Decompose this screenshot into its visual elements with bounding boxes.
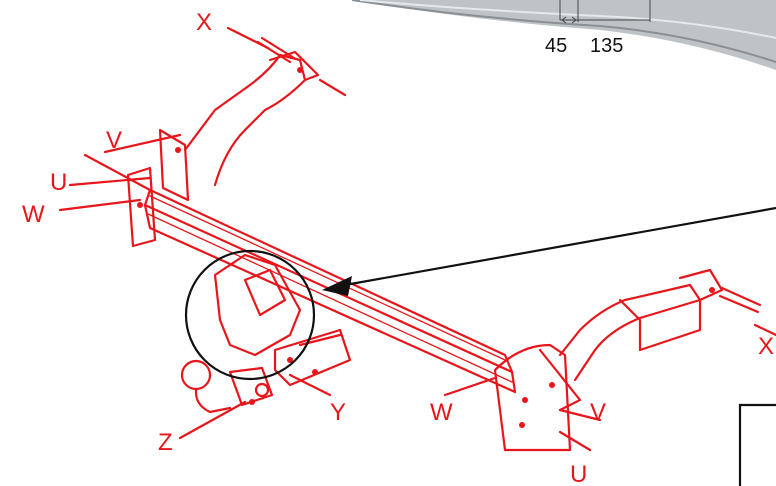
tow-ball — [180, 359, 212, 391]
callout-arrowhead — [322, 276, 352, 296]
axis-label-u-right: U — [570, 461, 587, 486]
left-bolt — [297, 67, 303, 73]
detail-circle — [184, 249, 316, 381]
left-bracket — [126, 36, 320, 248]
leader-lines — [58, 26, 776, 452]
axis-label-y-bottom: Y — [330, 399, 346, 426]
photo-inset: 45 135 — [351, 0, 776, 70]
axis-label-x-right: X — [758, 333, 774, 360]
dimension-label-135: 135 — [590, 35, 623, 57]
right-bracket — [493, 268, 762, 452]
axis-label-w-left: W — [22, 201, 45, 228]
note-box-edge — [738, 403, 776, 486]
cross-tube — [143, 188, 517, 394]
axis-label-x-top: X — [196, 9, 212, 36]
tow-ball-assembly — [180, 253, 352, 414]
axis-label-z-bottom: Z — [158, 429, 173, 456]
axis-label-w-bottom: W — [430, 399, 453, 426]
dimension-label-45: 45 — [545, 35, 567, 57]
axis-label-v-left: V — [106, 127, 122, 154]
detail-callout — [184, 206, 776, 381]
axis-label-u-left: U — [50, 169, 67, 196]
axis-label-v-right: V — [590, 399, 606, 426]
